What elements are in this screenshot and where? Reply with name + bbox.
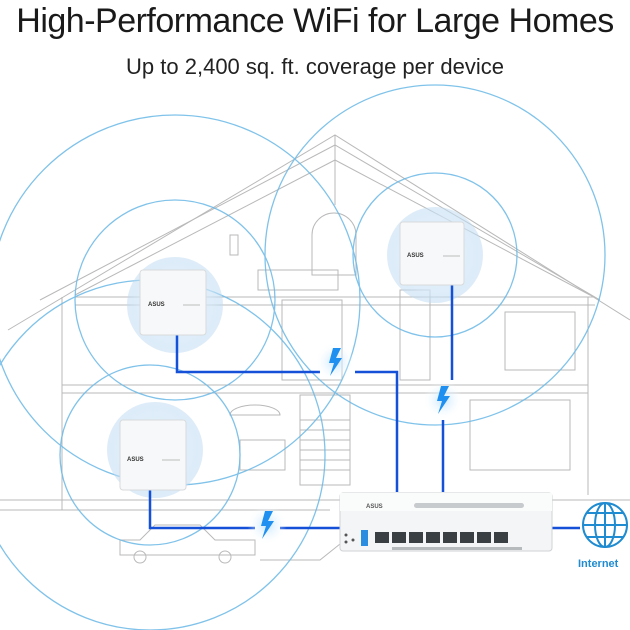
access-point-upper-right: ASUS xyxy=(399,221,465,286)
svg-text:ASUS: ASUS xyxy=(366,504,383,510)
power-bolt-icon xyxy=(315,342,355,382)
ethernet-cables xyxy=(148,285,580,530)
network-switch: ASUS xyxy=(339,492,553,552)
power-bolt-icon xyxy=(423,380,463,420)
page-subtitle: Up to 2,400 sq. ft. coverage per device xyxy=(126,54,504,79)
svg-text:ASUS: ASUS xyxy=(127,457,144,463)
access-point-upper-left: ASUS xyxy=(139,269,207,336)
svg-text:ASUS: ASUS xyxy=(148,302,165,308)
svg-text:ASUS: ASUS xyxy=(407,253,424,259)
access-point-lower-left: ASUS xyxy=(119,419,187,491)
globe-icon xyxy=(582,502,628,548)
internet-label: Internet xyxy=(578,558,619,570)
page-title: High-Performance WiFi for Large Homes xyxy=(16,2,614,40)
power-bolt-icon xyxy=(247,505,287,545)
